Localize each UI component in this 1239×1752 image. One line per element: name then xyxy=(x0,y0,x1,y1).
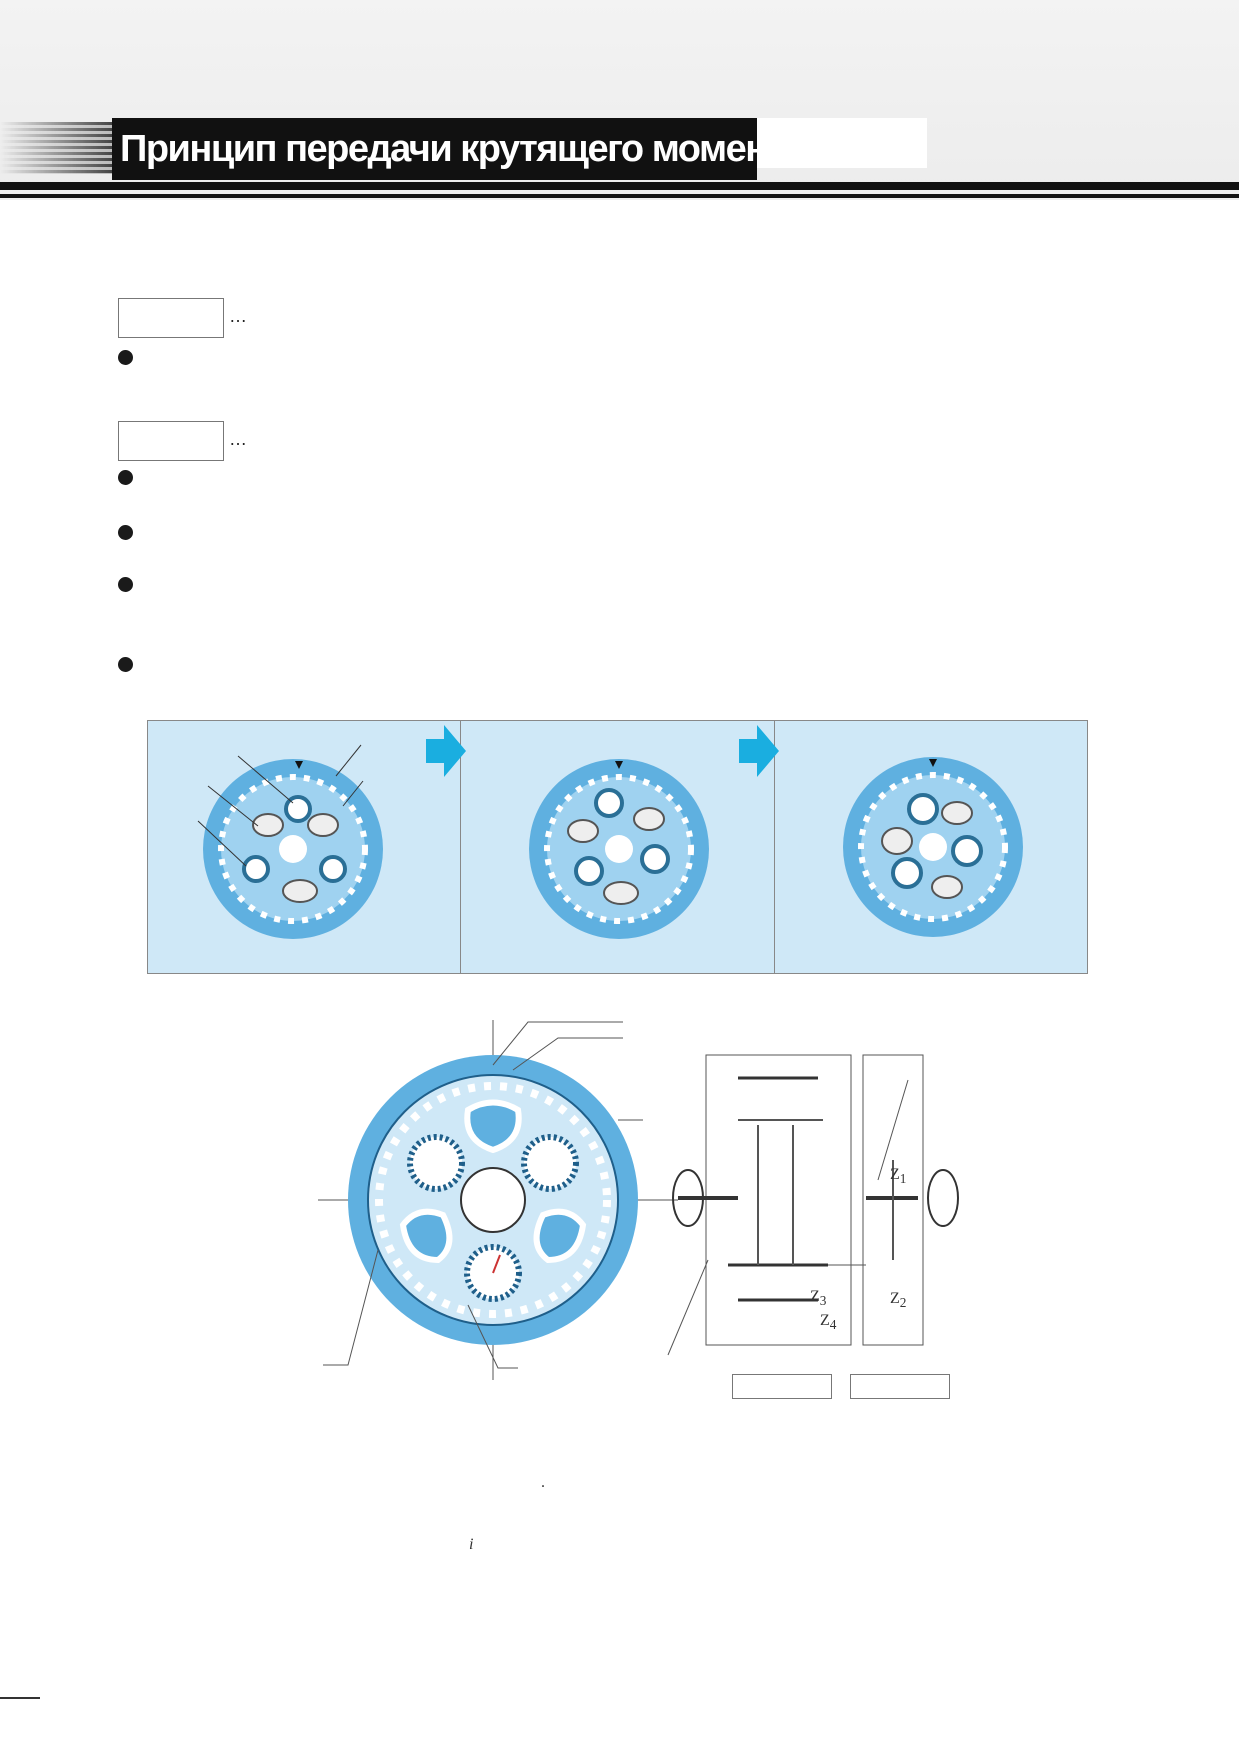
reducer-disc-illustration-1 xyxy=(197,744,383,939)
label-z4-sub: 4 xyxy=(829,1317,837,1333)
label-z4-letter: Z xyxy=(820,1312,830,1329)
section-ellipsis-2: … xyxy=(229,429,247,449)
label-z2-sub: 2 xyxy=(899,1295,907,1311)
stray-italic-i: i xyxy=(469,1536,474,1553)
rotation-step-1 xyxy=(148,721,466,973)
reducer-disc-illustration-3 xyxy=(842,757,1023,937)
rotation-sequence xyxy=(147,720,1088,974)
section-ellipsis-1: … xyxy=(229,306,247,326)
label-z3: Z3 xyxy=(810,1288,826,1309)
section-label-box-2 xyxy=(118,421,224,461)
rotation-step-3 xyxy=(775,721,1087,973)
label-z4: Z4 xyxy=(820,1312,836,1333)
label-z2-letter: Z xyxy=(890,1290,900,1307)
label-z3-sub: 3 xyxy=(819,1293,827,1309)
bullet-1 xyxy=(118,350,133,365)
label-z1-sub: 1 xyxy=(899,1171,907,1187)
header-rule-thin xyxy=(0,194,1239,198)
label-z1-letter: Z xyxy=(890,1166,900,1183)
arrow-right-icon xyxy=(739,725,780,777)
label-z3-letter: Z xyxy=(810,1288,820,1305)
footer-rule xyxy=(0,1697,40,1699)
page-title: Принцип передачи крутящего момента xyxy=(112,118,757,180)
diagram-caption-box-2 xyxy=(850,1374,950,1399)
bullet-4 xyxy=(118,577,133,592)
header-stripes xyxy=(0,122,112,174)
rotation-step-2 xyxy=(461,721,780,973)
stray-dot: . xyxy=(541,1474,545,1491)
bullet-2 xyxy=(118,470,133,485)
reducer-technical-diagram xyxy=(318,1020,959,1380)
label-z2: Z2 xyxy=(890,1290,906,1311)
header-rule-thick xyxy=(0,182,1239,190)
header-blank-box xyxy=(757,118,927,168)
bullet-3 xyxy=(118,525,133,540)
section-label-box-1 xyxy=(118,298,224,338)
label-z1: Z1 xyxy=(890,1166,906,1187)
bullet-5 xyxy=(118,657,133,672)
reducer-disc-illustration-2 xyxy=(529,759,710,939)
arrow-right-icon xyxy=(426,725,466,777)
diagram-caption-box-1 xyxy=(732,1374,832,1399)
